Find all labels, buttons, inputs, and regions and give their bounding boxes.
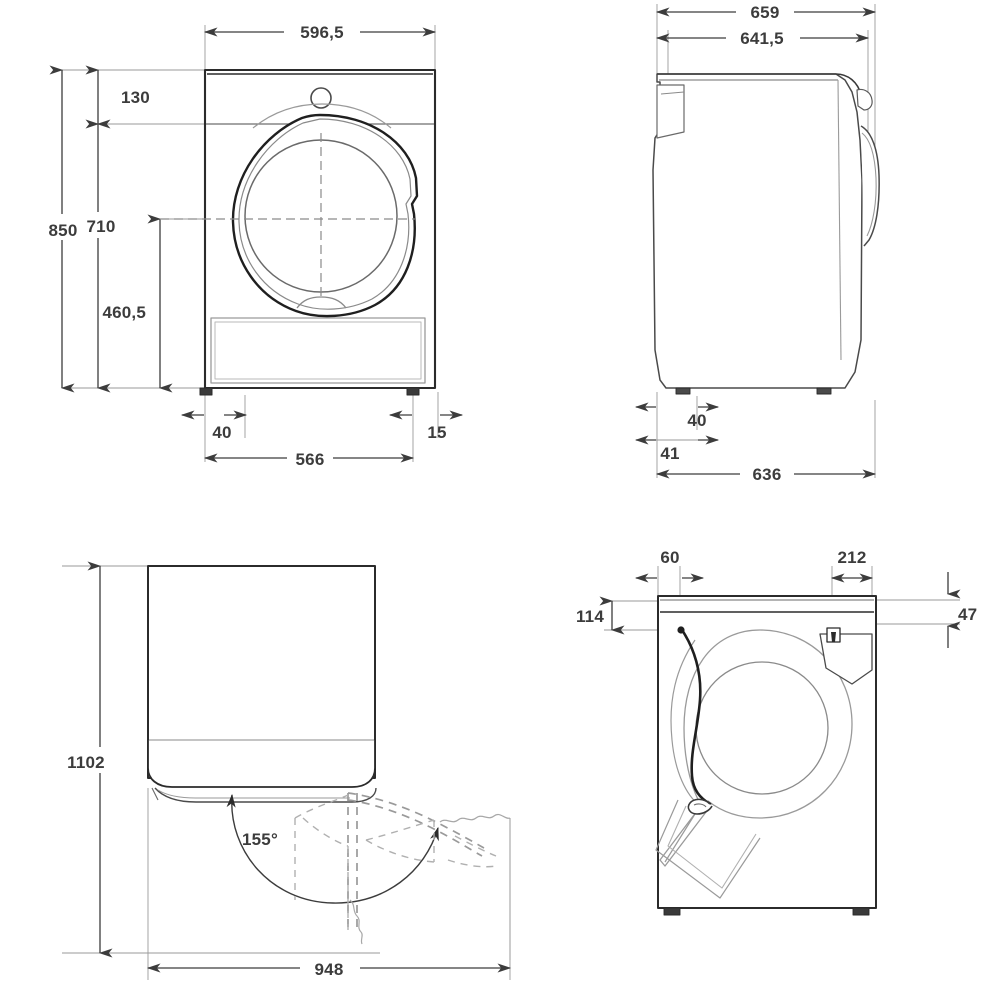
rear-base-plate (655, 799, 761, 899)
rear-view: 60 212 114 47 (576, 548, 977, 916)
dim-rear-offset-left: 60 (660, 548, 679, 567)
door-far-edge-wave (439, 813, 511, 823)
front-plinth-panel (210, 317, 426, 384)
door-top-arc (252, 103, 392, 129)
dim-front-door-center: 460,5 (102, 303, 146, 322)
dim-front-top-panel: 130 (121, 88, 150, 107)
door-swing-arc (226, 793, 439, 904)
door-outer-halo (238, 118, 412, 310)
front-top-panel-dimension: 130 (85, 65, 150, 129)
water-inlet-valve-core (831, 632, 836, 642)
dim-side-body-depth: 641,5 (740, 29, 784, 48)
side-offset-dimension: 41 (634, 435, 720, 463)
dim-side-offset: 41 (660, 444, 679, 463)
rear-valve-bracket (819, 633, 873, 685)
side-foot-rear (816, 387, 832, 395)
side-door-seam (837, 79, 842, 361)
side-door-bulge (860, 125, 880, 247)
top-depth-dimension: 1102 (62, 561, 113, 958)
front-view: 596,5 850 130 710 460,5 40 (46, 20, 464, 470)
rear-height-small-dimension: 47 (946, 572, 977, 648)
front-foot-right-dimension: 15 (388, 410, 464, 442)
rear-foot-left (663, 907, 681, 916)
rear-tub-left-contour (664, 639, 701, 863)
front-door-center-dimension: 460,5 (102, 214, 173, 393)
rear-offset-left-dimension: 60 (634, 548, 705, 583)
dim-top-width: 948 (315, 960, 344, 979)
front-body-height-dimension: 710 (84, 119, 120, 393)
rear-tub-outline (659, 629, 853, 867)
rear-foot-right (852, 907, 870, 916)
dim-rear-offset-right: 212 (838, 548, 867, 567)
dim-front-foot-right: 15 (427, 423, 446, 442)
top-width-dimension: 948 (146, 956, 512, 980)
door-bottom-edge-wave (349, 899, 363, 945)
top-cabinet-front-curve (147, 740, 376, 788)
dim-side-foot-span: 636 (753, 465, 782, 484)
dim-side-total-depth: 659 (751, 3, 780, 22)
door-swing-positions-light (294, 794, 497, 930)
front-centerlines (160, 133, 415, 300)
dim-front-total-height: 850 (49, 221, 78, 240)
front-width-dimension: 596,5 (203, 20, 437, 44)
top-view-door-swing: 1102 948 155° (62, 561, 512, 980)
side-door-handle (856, 88, 873, 111)
side-total-depth-dimension: 659 (655, 1, 877, 24)
side-foot-dimension: 40 (634, 402, 720, 430)
dim-front-body-height: 710 (87, 217, 116, 236)
top-door-closed (154, 787, 377, 803)
rear-offset-right-dimension: 212 (830, 548, 874, 583)
top-door-hinge-left (151, 787, 159, 801)
side-foot-span-dimension: 636 (655, 463, 877, 486)
dim-rear-height-small: 47 (958, 605, 977, 624)
dim-top-depth: 1102 (67, 753, 105, 772)
front-total-height-dimension: 850 (46, 65, 80, 393)
side-door-bulge-inner (861, 132, 877, 237)
rear-height-top-dimension: 114 (576, 596, 625, 635)
front-foot-left-dimension: 40 (180, 410, 248, 442)
power-cable (680, 628, 712, 806)
cable-entry-point (677, 626, 685, 634)
dim-front-foot-span: 566 (296, 450, 325, 469)
power-plug-detail (693, 803, 707, 808)
door-swing-positions-dashed (347, 792, 485, 932)
side-recess-line (660, 91, 685, 95)
rear-base-plate-inner (667, 805, 757, 889)
dim-front-foot-left: 40 (212, 423, 231, 442)
top-door-closed-inner (157, 789, 350, 799)
side-rear-recess (656, 84, 685, 139)
front-foot-span-dimension: 566 (203, 446, 415, 470)
dim-side-foot: 40 (687, 411, 706, 430)
dim-front-width: 596,5 (300, 23, 344, 42)
side-view: 659 641,5 40 41 636 (634, 1, 880, 486)
front-foot-left (199, 387, 213, 396)
dim-rear-height-top: 114 (576, 607, 604, 626)
side-foot-front (675, 387, 691, 395)
side-body-depth-dimension: 641,5 (655, 27, 870, 50)
power-plug (687, 798, 713, 815)
door-handle-notch (296, 296, 347, 309)
front-foot-right (406, 387, 420, 396)
dim-door-swing-angle: 155° (242, 830, 278, 849)
front-plinth-inner (214, 321, 422, 380)
control-knob-icon (310, 87, 332, 109)
